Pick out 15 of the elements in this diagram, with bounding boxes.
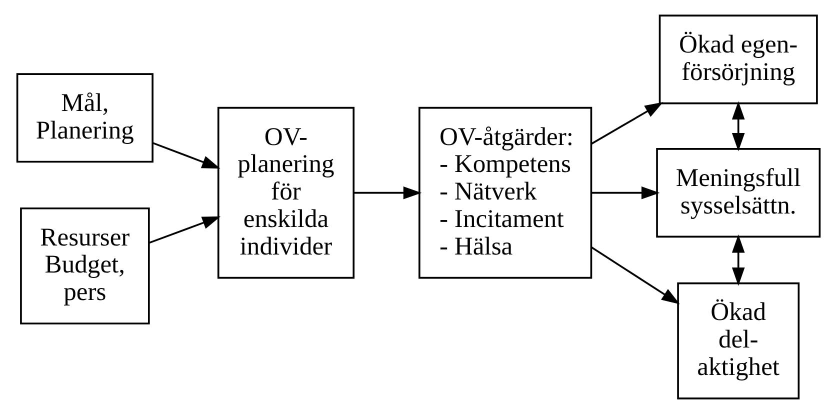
arrow (731, 101, 744, 152)
arrow (590, 246, 680, 304)
node-box: Ökad del- aktighet (676, 282, 800, 400)
node-box: OV- planering för enskilda individer (216, 106, 354, 279)
arrow (590, 186, 660, 200)
arrow (590, 102, 663, 145)
node-box: Meningsfull sysselsättn. (656, 148, 820, 238)
arrow (731, 234, 744, 286)
node-box: Mål, Planering (16, 73, 153, 163)
node-box: OV-åtgärder: - Kompetens - Nätverk - Incitament - Hälsa (418, 106, 592, 279)
arrow (152, 142, 220, 169)
node-box: Resurser Budget, pers (20, 207, 150, 324)
arrow (148, 216, 220, 244)
node-box: Ökad egen- försörjning (658, 14, 818, 104)
arrow (353, 186, 422, 200)
